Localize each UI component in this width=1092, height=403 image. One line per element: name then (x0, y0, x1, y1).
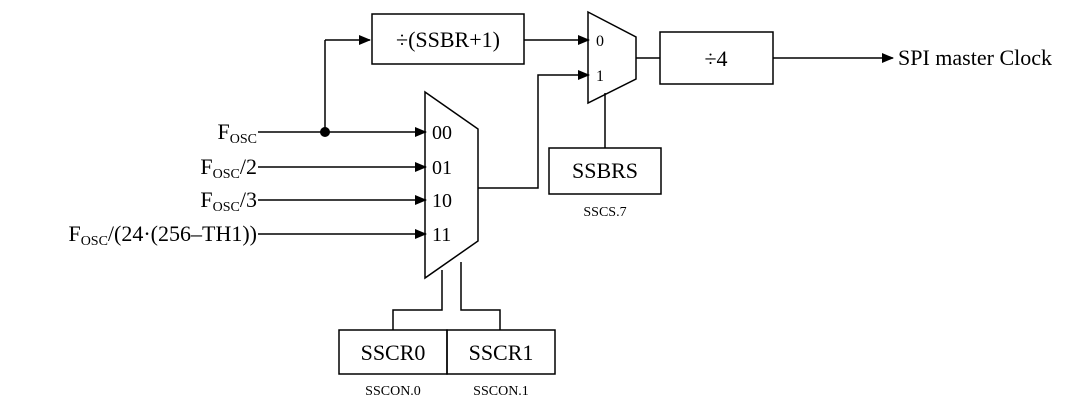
sscr1-box (446, 329, 556, 375)
output-mux-input-0: 0 (596, 33, 604, 50)
output-label: SPI master Clock (898, 45, 1052, 70)
ssbrs-box (548, 147, 662, 195)
sscr1-caption: SSCON.1 (473, 384, 529, 399)
ssbr-divider-label: ÷(SSBR+1) (396, 27, 500, 52)
wire-sscr1-select (460, 262, 501, 330)
label-fosc-3: FOSC/3 (200, 187, 257, 215)
output-mux (587, 10, 637, 105)
ssbrs-caption: SSCS.7 (583, 205, 626, 220)
mux-input-11: 11 (432, 224, 451, 246)
div4-label: ÷4 (704, 46, 727, 71)
label-fosc: FOSC (218, 119, 257, 147)
mux-input-01: 01 (432, 157, 452, 179)
label-fosc-th1: FOSC/(24·(256–TH1)) (68, 221, 257, 249)
label-fosc-2: FOSC/2 (200, 154, 257, 182)
wire-inmux-to-mux1 (478, 70, 590, 189)
mux-input-00: 00 (432, 122, 452, 144)
ssbr-divider-box (371, 13, 525, 65)
output-mux-input-1: 1 (596, 68, 604, 85)
sscr0-caption: SSCON.0 (365, 384, 421, 399)
wire-sscr0-select (392, 270, 443, 330)
junction-dot (320, 127, 330, 137)
mux-input-10: 10 (432, 190, 452, 212)
sscr1-label: SSCR1 (469, 340, 534, 365)
input-mux (424, 90, 479, 280)
sscr0-label: SSCR0 (361, 340, 426, 365)
ssbrs-label: SSBRS (572, 158, 638, 183)
